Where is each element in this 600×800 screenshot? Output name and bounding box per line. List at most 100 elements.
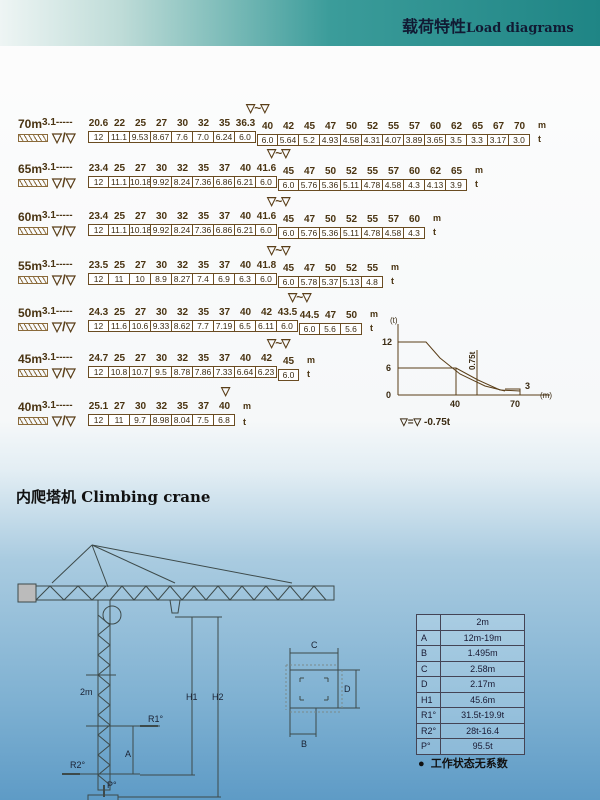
load-value: 12 (88, 131, 109, 143)
load-value: 6.8 (214, 414, 235, 426)
title-cn: 载荷特性 (402, 17, 467, 36)
load-value: 6.0 (256, 224, 277, 236)
radius-value: 25.1 (88, 401, 109, 412)
four-fall-hook-icon: ▽/▽ (52, 175, 76, 190)
start-radius: 3.1----- (42, 259, 73, 270)
load-value: 5.6 (341, 323, 362, 335)
single-hook-icon: ▽ (221, 384, 230, 398)
radius-value: 52 (345, 166, 358, 177)
radius-value: 23.4 (88, 211, 109, 222)
radius-value: 35 (197, 163, 210, 174)
radius-value: 47 (324, 310, 337, 321)
radius-value: 67 (492, 121, 505, 132)
header-cell: 2m (440, 614, 526, 631)
title-en: Load diagrams (466, 21, 574, 36)
radius-value: 40 (239, 260, 252, 271)
load-value: 7.33 (214, 366, 235, 378)
load-value: 4.3 (404, 179, 425, 191)
r1-label: R1° (148, 714, 164, 724)
width-label: 2m (80, 687, 93, 697)
param-value: 12m-19m (440, 629, 526, 646)
radius-value: 23.4 (88, 163, 109, 174)
radius-value: 25 (113, 260, 126, 271)
load-curve-diagram: (t) (m) 12 6 0 40 70 3 0.75t ▽=▽ -0.75t (382, 316, 552, 428)
load-unit: t (391, 276, 394, 286)
jib-icon (18, 276, 48, 284)
radius-value: 60 (408, 166, 421, 177)
start-radius: 3.1----- (42, 117, 73, 128)
param-value: 31.5t-19.9t (440, 707, 526, 724)
radius-value: 52 (366, 121, 379, 132)
two-fall-hook-icon: ▽~▽ (288, 290, 311, 304)
start-radius: 3.1----- (42, 352, 73, 363)
load-value: 5.11 (341, 179, 362, 191)
load-value: 8.98 (151, 414, 172, 426)
radius-value: 55 (387, 121, 400, 132)
load-value: 12 (88, 414, 109, 426)
curve-upper (398, 341, 506, 392)
load-unit: t (243, 417, 246, 427)
load-value: 11.1 (109, 131, 130, 143)
param-name: A (415, 629, 442, 646)
radius-value: 50 (324, 214, 337, 225)
load-value: 7.6 (172, 131, 193, 143)
load-value: 8.62 (172, 320, 193, 332)
radius-value: 45 (303, 121, 316, 132)
radius-value: 27 (134, 307, 147, 318)
end-load: 3 (525, 381, 530, 391)
four-fall-hook-icon: ▽/▽ (52, 130, 76, 145)
two-fall-hook-icon: ▽~▽ (267, 146, 290, 160)
radius-value: 57 (387, 214, 400, 225)
radius-value: 40 (239, 163, 252, 174)
jib-length: 40m (18, 400, 43, 414)
formula: ▽=▽ -0.75t (399, 417, 451, 428)
four-fall-hook-icon: ▽/▽ (52, 272, 76, 287)
radius-value: 30 (176, 118, 189, 129)
load-value: 7.36 (193, 176, 214, 188)
title-cn: 内爬塔机 (16, 488, 77, 506)
load-value: 6.0 (235, 131, 256, 143)
radius-value: 27 (134, 211, 147, 222)
radius-value: 47 (303, 166, 316, 177)
radius-value: 30 (155, 163, 168, 174)
h1-label: H1 (186, 692, 198, 702)
header-band: 载荷特性Load diagrams (0, 0, 600, 46)
radius-value: 60 (429, 121, 442, 132)
radius-value: 50 (324, 166, 337, 177)
radius-value: 37 (218, 211, 231, 222)
load-value: 3.89 (404, 134, 425, 146)
load-value: 11.1 (109, 224, 130, 236)
counterweight (17, 583, 37, 603)
start-radius: 3.1----- (42, 210, 73, 221)
d-label: D (344, 684, 351, 694)
start-radius: 3.1----- (42, 162, 73, 173)
